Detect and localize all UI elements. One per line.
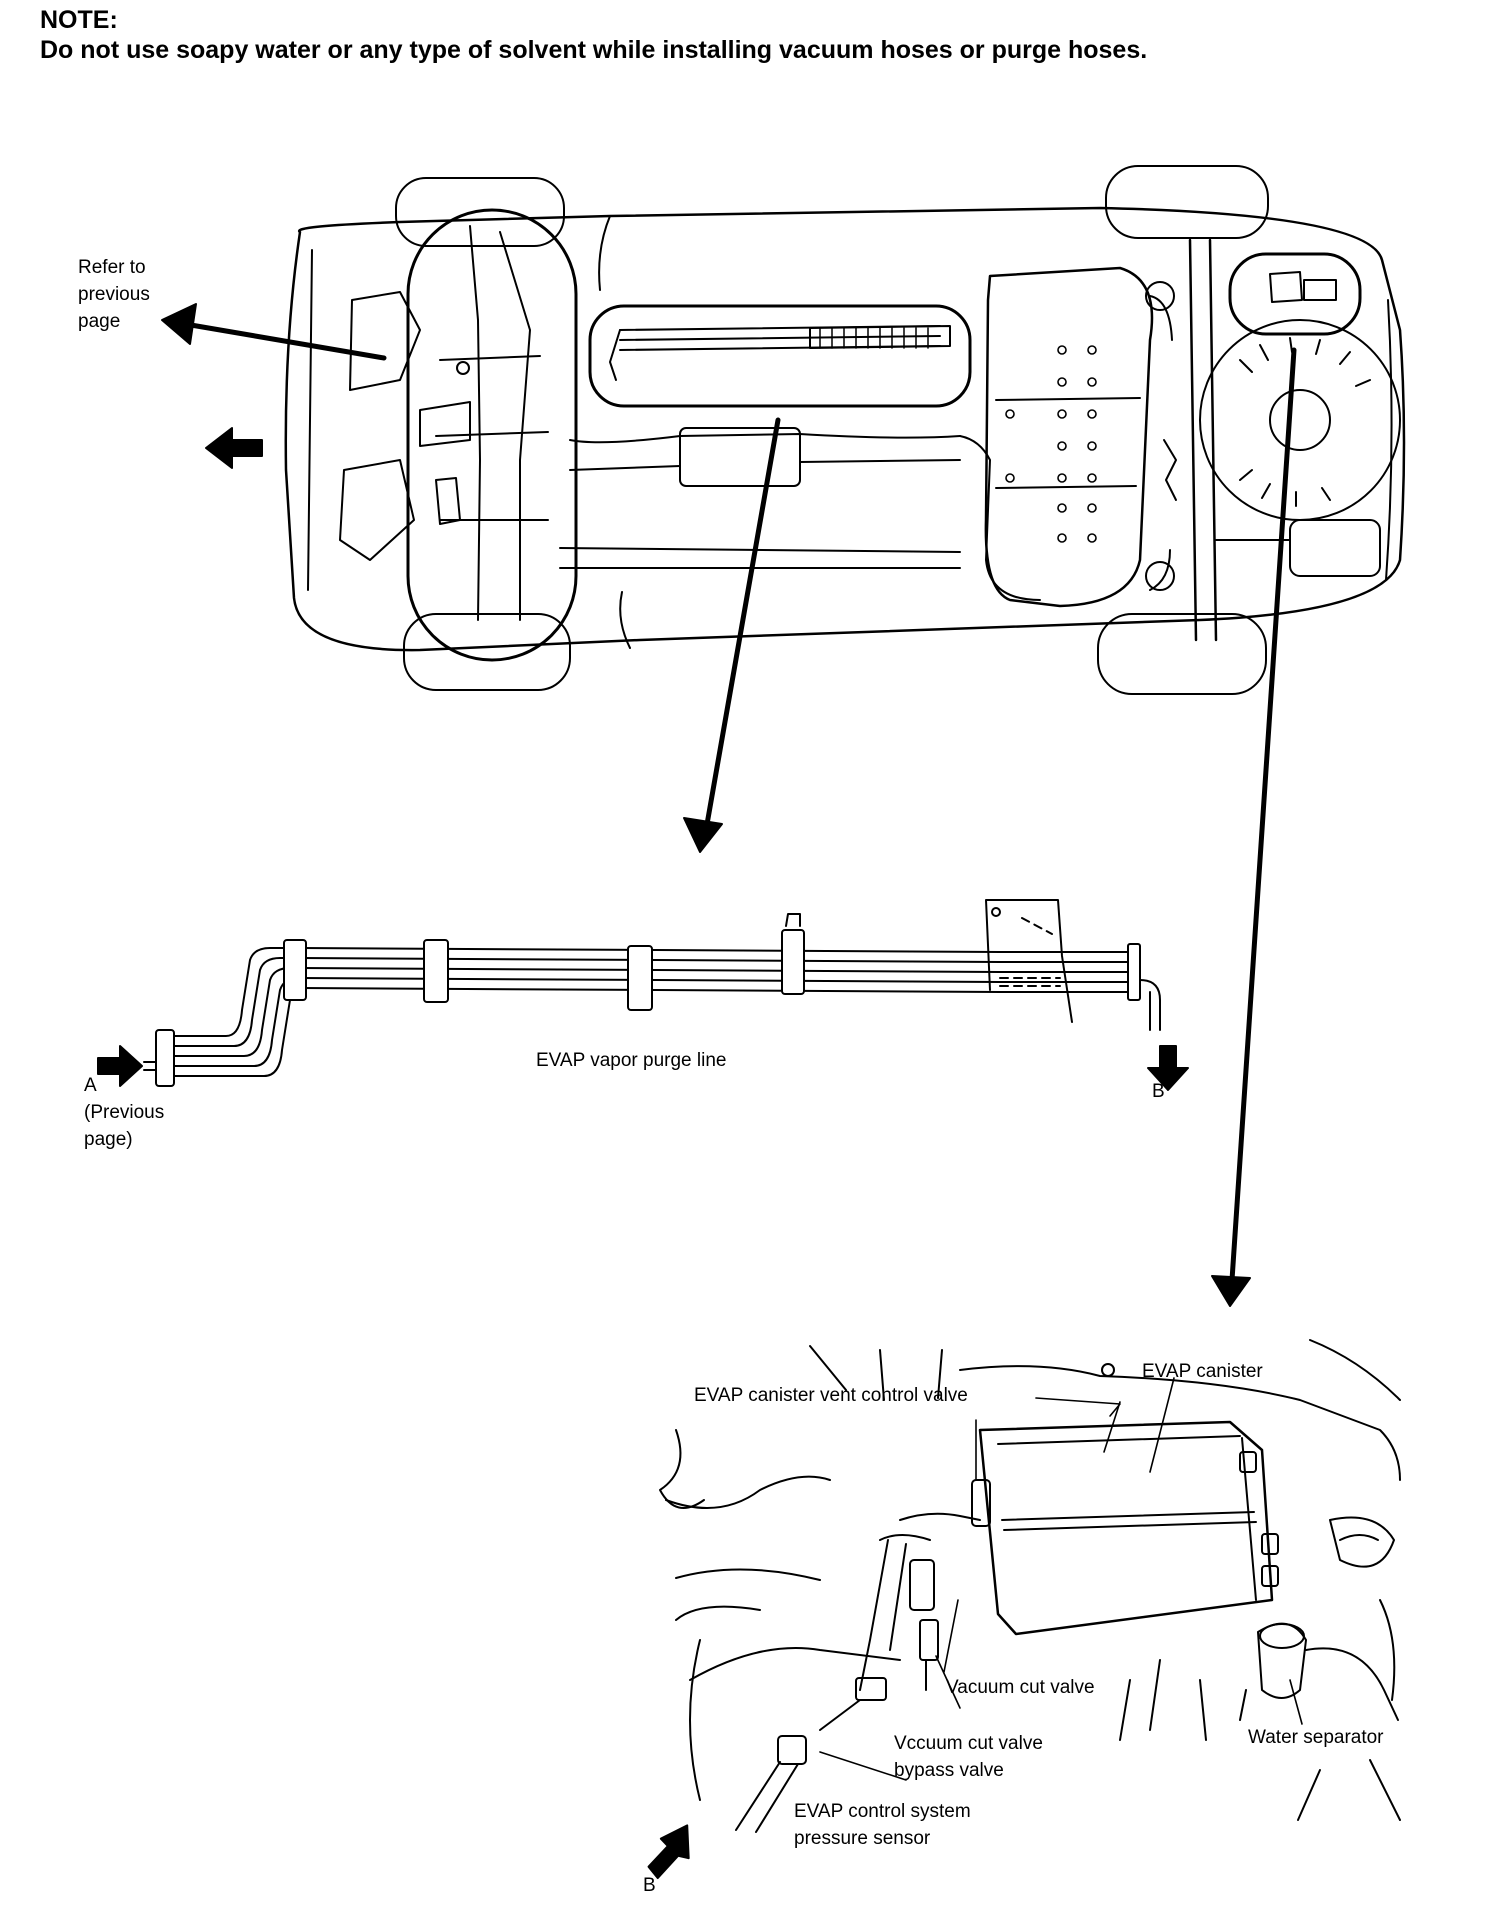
point-a-arrow [98,1046,142,1086]
point-b-top-label: B [1152,1081,1165,1102]
refer-previous-label: Refer to previous page [78,257,150,332]
pressure-sensor-label: EVAP control system pressure sensor [794,1801,971,1849]
evap-purge-line-detail [144,900,1160,1086]
point-b-top-arrow [1148,1046,1188,1090]
purge-line-detail-arrow [684,818,722,852]
point-a-label: A (Previous page) [84,1075,165,1150]
canister-detail-arrow [1212,1276,1250,1306]
evap-purge-line-label: EVAP vapor purge line [536,1050,727,1071]
canister-marker-icon [1102,1364,1114,1376]
refer-previous-arrow [162,304,196,344]
water-separator-label: Water separator [1248,1727,1384,1748]
point-b-bottom-arrow [641,1817,703,1886]
front-direction-arrow [206,428,262,468]
note-text: Do not use soapy water or any type of so… [40,36,1148,64]
note-heading: NOTE: [40,6,118,34]
evap-canister-detail [660,1340,1400,1832]
canister-vent-valve-label: EVAP canister vent control valve [694,1385,968,1406]
canister-label: EVAP canister [1142,1361,1263,1382]
direction-arrows [98,304,1294,1886]
bypass-valve-label: Vccuum cut valve bypass valve [894,1733,1043,1781]
vehicle-underbody [286,166,1404,694]
point-b-bottom-label: B [643,1875,656,1896]
vacuum-cut-valve-label: Vacuum cut valve [946,1677,1095,1698]
